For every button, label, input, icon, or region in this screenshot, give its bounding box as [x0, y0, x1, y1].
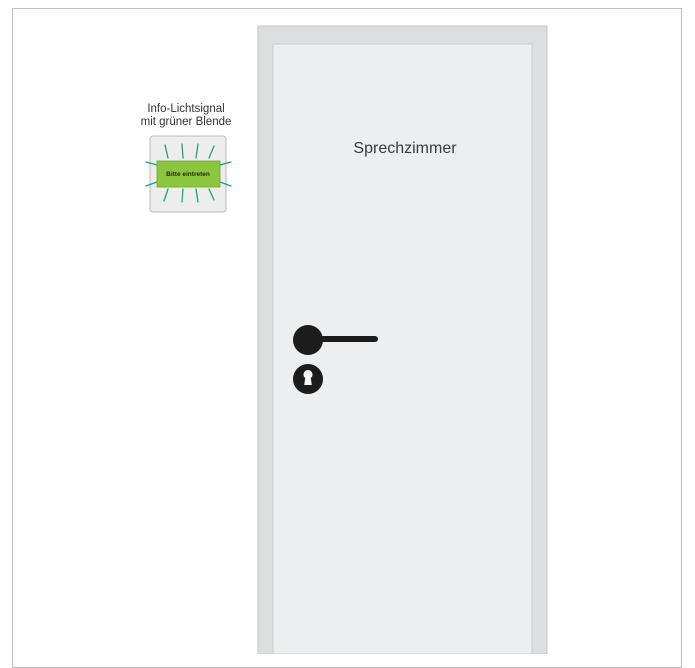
info-signal-caption-line-2: mit grüner Blende — [128, 116, 244, 129]
info-signal-caption-line-1: Info-Lichtsignal — [128, 103, 244, 116]
info-signal-caption: Info-Lichtsignal mit grüner Blende — [128, 103, 244, 129]
door-sign-text: Sprechzimmer — [325, 140, 485, 158]
door-handle-lever[interactable] — [300, 336, 378, 342]
keyhole-icon — [304, 370, 313, 385]
door-illustration — [250, 20, 560, 654]
signal-display-text: Bitte eintreten — [157, 170, 219, 180]
